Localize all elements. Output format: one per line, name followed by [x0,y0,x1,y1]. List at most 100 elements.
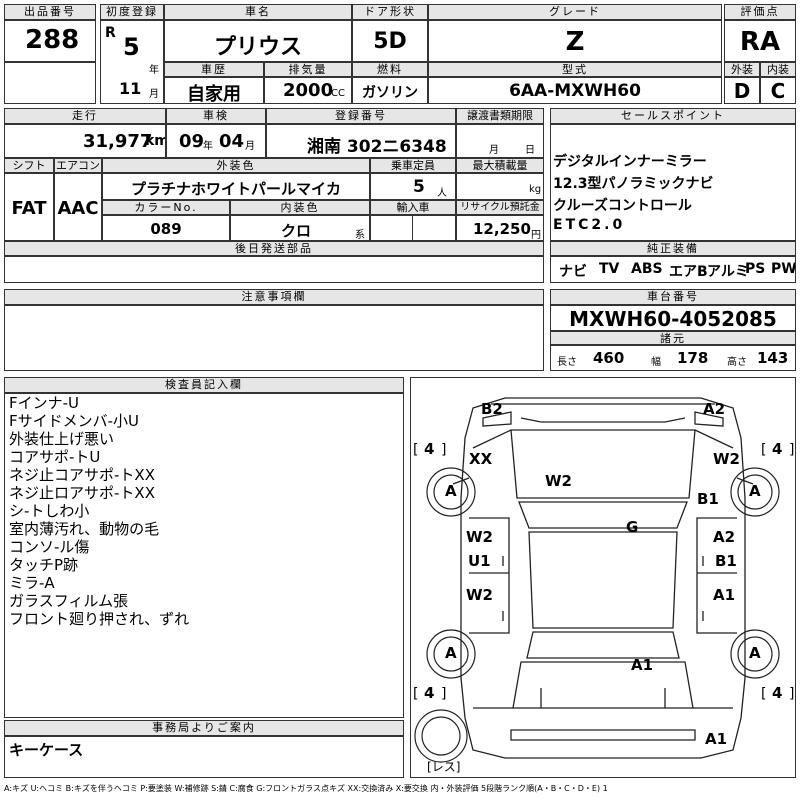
fuel-label: 燃料 [352,62,428,77]
lot-number: 288 [25,25,80,55]
first-reg-label: 初度登録 [100,4,164,20]
insp-month-unit: 月 [245,141,255,152]
max-load-label: 最大積載量 [456,158,544,173]
svg-text:]: ] [441,442,446,458]
capacity-label: 乗車定員 [370,158,456,173]
note-line: ミラ-A [9,574,55,592]
note-line: コンソ-ル傷 [9,538,90,556]
svg-text:[: [ [413,686,418,702]
color-no-box: 089 [102,215,230,241]
color-label: 外装色 [102,158,370,173]
svg-text:]: ] [789,686,794,702]
equipment-pw: PW [771,261,796,277]
reg-month: 11 [119,79,142,98]
mark-w2-hood: W2 [545,472,572,490]
sales-point: クルーズコントロール [553,198,692,214]
equipment-label: 純正装備 [550,241,796,256]
equipment-box: ナビ TV ABS エアB アルミ PS PW [550,256,796,283]
insp-month: 04 [219,131,245,152]
interior-color-unit: 系 [355,230,365,241]
color-no-label: カラーNo. [102,200,230,215]
insp-year-unit: 年 [203,141,213,152]
tire-depth-fr: 4 [772,440,783,458]
office-box: キーケース [4,736,404,778]
import-label: 輸入車 [370,200,456,215]
mark-a-rr-wheel: A [749,644,761,662]
color-box: プラチナホワイトパールマイカ [102,173,370,200]
mark-a-lf-wheel: A [445,482,457,500]
note-line: フロント廻り押され、ずれ [9,610,190,628]
import-divider [412,216,413,240]
lot-number-label: 出品番号 [4,4,96,20]
note-line: ネジ止コアサポ-トXX [9,466,155,484]
score-box: RA [724,20,796,62]
reg-no-box: 湘南 302ニ6348 [266,124,456,158]
ac: AAC [57,198,99,219]
recycle-fee: 12,250 [473,220,531,238]
mileage-label: 走行 [4,108,166,124]
tire-depth-fl: 4 [424,440,435,458]
history: 自家用 [187,84,241,104]
capacity-box: 5 人 [370,173,456,200]
note-line: シ-トしわ小 [9,502,90,520]
svg-text:[: [ [761,686,766,702]
first-reg-box: R 5 年 11 月 [100,20,164,104]
interior-grade: C [770,79,786,103]
damage-diagram-box: [] [] [] [] B2 A2 4 4 4 4 XX W2 W2 A A B… [410,377,796,778]
equipment-abs: ABS [631,261,663,277]
door-label: ドア形状 [352,4,428,20]
office-label: 事務局よりご案内 [4,720,404,736]
sales-point: デジタルインナーミラー [553,154,707,170]
recycle-unit: 円 [531,230,541,241]
inspector-label: 検査員記入欄 [4,377,404,393]
transfer-doc-label: 譲渡書類期限 [456,108,544,124]
reg-year: 5 [123,33,140,61]
mark-a2-rf-door: A2 [713,528,736,546]
reg-year-unit: 年 [149,65,159,76]
height: 143 [757,349,789,367]
fuel-box: ガソリン [352,77,428,104]
inspection-label: 車検 [166,108,266,124]
chassis-number: MXWH60-4052085 [569,307,777,331]
shift-box: FAT [4,173,54,241]
note-line: 外装仕上げ悪い [9,430,115,448]
car-diagram: [] [] [] [] [413,397,794,763]
mileage-box: 31,977 km [4,124,166,158]
capacity: 5 [413,177,425,197]
mark-a-rf-wheel: A [749,482,761,500]
chassis-label: 車台番号 [550,289,796,305]
model-label: 型式 [428,62,722,77]
km-unit: km [145,133,165,149]
svg-text:[: [ [413,442,418,458]
recycle-label: リサイクル預託金 [456,200,544,215]
ac-box: AAC [54,173,102,241]
lot-number-box: 288 [4,20,96,62]
later-parts-box [4,256,544,283]
mark-a-lr-wheel: A [445,644,457,662]
tire-depth-rl: 4 [424,684,435,702]
car-name-box: プリウス [164,20,352,62]
exterior-grade: D [733,79,751,103]
grade-box: Z [428,20,722,62]
mark-w2-rf: W2 [713,450,740,468]
mark-xx: XX [469,450,493,468]
mark-a2-top: A2 [703,400,726,418]
score-label: 評価点 [724,4,796,20]
transfer-day-unit: 日 [525,145,535,156]
interior-grade-box: C [760,77,796,104]
mark-b1-fender: B1 [697,490,719,508]
mark-a1-rr-door: A1 [713,586,736,604]
grade-label: グレード [428,4,722,20]
displacement-box: 2000 CC [264,77,352,104]
car-name-label: 車名 [164,4,352,20]
note-line: ガラスフィルム張 [9,592,129,610]
mileage: 31,977 [83,131,153,152]
recycle-box: 12,250 円 [456,215,544,241]
shift-label: シフト [4,158,54,173]
score: RA [739,27,781,57]
door-type: 5D [373,29,407,54]
spare-tire-status: レス [431,760,456,774]
displacement-label: 排気量 [264,62,352,77]
mark-w2-lf-door: W2 [466,528,493,546]
dims-label: 諸元 [550,331,796,345]
